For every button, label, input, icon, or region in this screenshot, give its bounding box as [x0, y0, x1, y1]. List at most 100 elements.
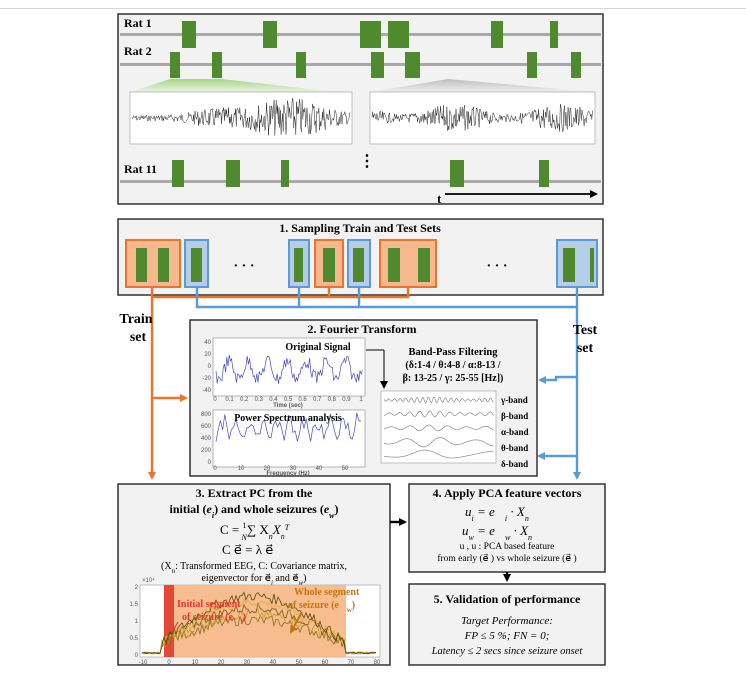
pc-xtick: 20	[218, 660, 225, 666]
rat11-seizure-blocks	[172, 160, 549, 187]
orig-xtick: 0	[213, 397, 217, 403]
step1-panel: 1. Sampling Train and Test Sets · · · · …	[117, 218, 604, 296]
step5-title: 5. Validation of performance	[434, 592, 581, 606]
orig-ytick: -20	[202, 376, 211, 382]
psd-xtick: 50	[342, 466, 349, 472]
step2-title: 2. Fourier Transform	[308, 322, 417, 336]
orig-xtick: 0.3	[255, 397, 264, 403]
band-trace-line	[384, 410, 494, 418]
step3-title-1: 3. Extract PC from the	[196, 486, 313, 500]
step5-panel: 5. Validation of performance Target Perf…	[408, 583, 606, 666]
pc-xtick: 80	[374, 660, 381, 666]
rat1-label: Rat 1	[124, 16, 152, 30]
pc-trace-line	[141, 608, 377, 655]
original-signal-xlabel: Time (sec)	[273, 403, 303, 409]
pc-xtick: 40	[270, 660, 277, 666]
zoom-wedge-test	[371, 79, 594, 92]
psd-ytick: 800	[201, 412, 212, 418]
pc-ytick: 0	[135, 653, 139, 659]
band-pass-range-2: β: 13-25 / γ: 25-55 [Hz])	[403, 373, 504, 384]
pc-xtick: 0	[167, 660, 171, 666]
test-set-label-2: set	[577, 341, 594, 356]
orig-xtick: 0.8	[328, 397, 337, 403]
step3-title-2: initial (ei) and whole seizures (ew)	[169, 502, 338, 520]
pc-ytick: 0.5	[130, 636, 139, 642]
train-sample-boxes	[125, 239, 437, 288]
step4-title: 4. Apply PCA feature vectors	[433, 486, 582, 500]
power-spectrum-xlabel: Frequency (Hz)	[266, 471, 309, 477]
orig-xtick: 0.6	[298, 397, 307, 403]
original-signal-line	[215, 354, 363, 384]
orig-ytick: 40	[204, 340, 211, 346]
initial-segment-label-2: of seizure (e⃗i)	[182, 612, 246, 626]
band-label-theta: θ-band	[501, 443, 528, 453]
rat11-label: Rat 11	[124, 162, 157, 176]
psd-ytick: 600	[201, 424, 212, 430]
whole-segment-label-1: Whole segment	[294, 587, 360, 598]
band-trace-line	[383, 449, 494, 459]
orig-xtick: 0.9	[342, 397, 351, 403]
pc-trace-line	[141, 591, 377, 655]
band-label-gamma: γ-band	[500, 395, 528, 405]
pc-xtick: -10	[139, 660, 148, 666]
feature-equation-initial: ui = e⃗i · Xn	[465, 504, 529, 523]
band-signals-traces	[383, 396, 494, 459]
train-set-connectors	[148, 287, 410, 480]
pc-ytick: 2	[135, 585, 139, 591]
zoom-wedge-train	[131, 79, 335, 92]
page-top-rule	[0, 8, 746, 9]
psd-xtick: 40	[316, 466, 323, 472]
step2-panel: 2. Fourier Transform Original Signal Tim…	[189, 319, 538, 477]
rat2-seizure-blocks	[170, 52, 581, 78]
orig-xtick: 1	[359, 397, 363, 403]
latency-target: Latency ≤ 2 secs since seizure onset	[431, 646, 584, 657]
pc-xtick: 60	[322, 660, 329, 666]
power-spectrum-trace	[215, 413, 362, 442]
pc-ytick: 1	[135, 619, 139, 625]
whole-segment-label-2: of seizure (e⃗w)	[288, 600, 355, 614]
original-signal-trace	[215, 354, 363, 384]
power-spectrum-line	[215, 413, 362, 442]
step4-note-1: u , u : PCA based feature	[460, 541, 555, 552]
pc-trace-line	[141, 615, 377, 655]
eeg-trace-left	[131, 97, 350, 136]
orig-ytick: 0	[208, 364, 212, 370]
rat1-seizure-blocks	[182, 21, 558, 48]
band-label-beta: β-band	[501, 411, 528, 421]
step4-panel: 4. Apply PCA feature vectors ui = e⃗i · …	[408, 483, 606, 573]
eeg-trace-right	[371, 104, 593, 132]
eigen-equation: C e⃗ = λ e⃗	[222, 542, 273, 557]
band-label-alpha: α-band	[501, 427, 529, 437]
orig-xtick: 0.4	[269, 397, 278, 403]
original-signal-plot	[212, 337, 366, 397]
band-trace-line	[383, 396, 494, 404]
pc-traces	[141, 591, 377, 655]
orig-xtick: 0.7	[313, 397, 322, 403]
test-set-connectors	[195, 287, 581, 480]
rat2-track	[120, 63, 601, 66]
eeg-trace-line	[371, 104, 593, 132]
orig-ytick: 20	[204, 352, 211, 358]
original-signal-title: Original Signal	[285, 342, 351, 353]
step1-ellipsis-left: · · ·	[233, 259, 254, 274]
psd-ytick: 0	[208, 460, 212, 466]
pc-xtick: 30	[244, 660, 251, 666]
band-pass-range-1: (δ:1-4 / θ:4-8 / α:8-13 /	[405, 360, 500, 371]
rat2-label: Rat 2	[124, 44, 152, 58]
step3-note-2: eigenvector for e⃗i and e⃗w)	[201, 573, 306, 587]
orig-xtick: 0.5	[284, 397, 293, 403]
band-signals-plot	[380, 390, 497, 464]
step1-title: 1. Sampling Train and Test Sets	[279, 221, 441, 235]
step3-note-1: (Xn: Transformed EEG, C: Covariance matr…	[161, 561, 347, 575]
band-trace-line	[383, 437, 494, 448]
pc-y-exponent: ×10⁴	[142, 577, 155, 584]
psd-xtick: 10	[238, 466, 245, 472]
step1-ellipsis-right: · · ·	[486, 259, 507, 274]
orig-ytick: -40	[202, 388, 211, 394]
fp-fn-targets: FP ≤ 5 %; FN = 0;	[464, 630, 550, 642]
pc-xtick: 50	[296, 660, 303, 666]
target-performance-label: Target Performance:	[461, 615, 553, 627]
